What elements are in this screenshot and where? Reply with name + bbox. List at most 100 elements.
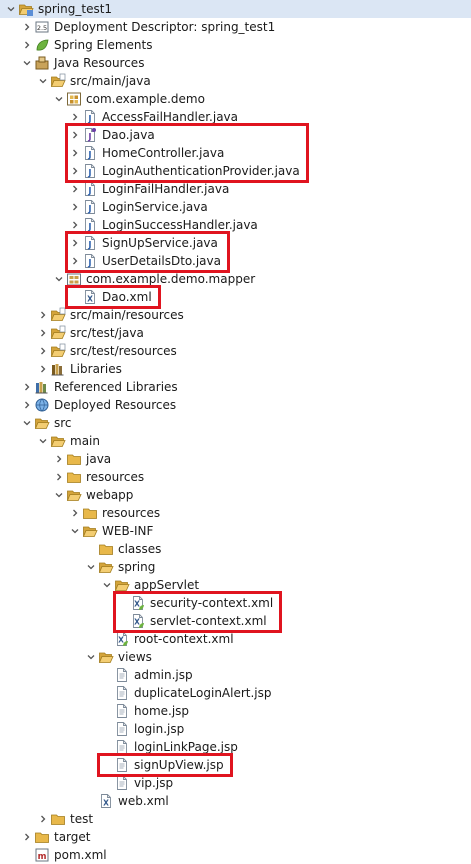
chevron-right-icon[interactable] <box>68 144 82 162</box>
chevron-down-icon[interactable] <box>52 270 66 288</box>
chevron-down-icon[interactable] <box>52 90 66 108</box>
chevron-right-icon[interactable] <box>68 198 82 216</box>
chevron-right-icon[interactable] <box>68 234 82 252</box>
chevron-right-icon[interactable] <box>36 324 50 342</box>
tree-item-label: Dao.xml <box>102 290 152 304</box>
chevron-right-icon[interactable] <box>68 180 82 198</box>
chevron-right-icon[interactable] <box>52 450 66 468</box>
svg-text:J: J <box>87 115 91 125</box>
tree-item-classes[interactable]: classes <box>0 540 471 558</box>
tree-item-resources[interactable]: resources <box>0 504 471 522</box>
tree-item-label: src/main/java <box>70 74 151 88</box>
tree-item-label: servlet-context.xml <box>150 614 267 628</box>
chevron-right-icon[interactable] <box>36 306 50 324</box>
chevron-down-icon[interactable] <box>20 54 34 72</box>
chevron-down-icon[interactable] <box>84 558 98 576</box>
tree-item-spring[interactable]: spring <box>0 558 471 576</box>
tree-item-libraries[interactable]: Libraries <box>0 360 471 378</box>
tree-item-login-jsp[interactable]: login.jsp <box>0 720 471 738</box>
tree-item-java[interactable]: java <box>0 450 471 468</box>
chevron-right-icon[interactable] <box>68 108 82 126</box>
chevron-down-icon[interactable] <box>84 648 98 666</box>
chevron-down-icon[interactable] <box>36 432 50 450</box>
java-file-icon: J <box>82 163 98 179</box>
tree-item-views[interactable]: views <box>0 648 471 666</box>
tree-item-src-test-java[interactable]: src/test/java <box>0 324 471 342</box>
tree-item-spring-elements[interactable]: Spring Elements <box>0 36 471 54</box>
jsp-file-icon <box>114 703 130 719</box>
chevron-right-icon[interactable] <box>20 828 34 846</box>
chevron-down-icon[interactable] <box>36 72 50 90</box>
chevron-right-icon[interactable] <box>36 810 50 828</box>
chevron-right-icon[interactable] <box>68 216 82 234</box>
chevron-down-icon[interactable] <box>20 414 34 432</box>
chevron-down-icon[interactable] <box>68 522 82 540</box>
tree-item-dao-xml[interactable]: X Dao.xml <box>0 288 471 306</box>
tree-item-label: appServlet <box>134 578 200 592</box>
tree-item-web-inf[interactable]: WEB-INF <box>0 522 471 540</box>
tree-item-label: LoginService.java <box>102 200 208 214</box>
tree-item-signupview-jsp[interactable]: signUpView.jsp <box>0 756 471 774</box>
tree-item-webapp[interactable]: webapp <box>0 486 471 504</box>
tree-item-src[interactable]: src <box>0 414 471 432</box>
tree-item-home-jsp[interactable]: home.jsp <box>0 702 471 720</box>
svg-text:J: J <box>87 205 91 215</box>
chevron-right-icon[interactable] <box>20 18 34 36</box>
chevron-right-icon[interactable] <box>20 36 34 54</box>
chevron-right-icon[interactable] <box>68 126 82 144</box>
chevron-right-icon[interactable] <box>68 252 82 270</box>
folder-open-icon <box>98 649 114 665</box>
tree-item-com-example-demo-mapper[interactable]: com.example.demo.mapper <box>0 270 471 288</box>
chevron-down-icon[interactable] <box>4 0 18 18</box>
tree-item-deployed-resources[interactable]: Deployed Resources <box>0 396 471 414</box>
chevron-right-icon[interactable] <box>36 360 50 378</box>
tree-item-appservlet[interactable]: appServlet <box>0 576 471 594</box>
tree-item-label: signUpView.jsp <box>134 758 224 772</box>
spring-xml-file-icon: X <box>130 613 146 629</box>
tree-item-spring-test1[interactable]: spring_test1 <box>0 0 471 18</box>
tree-item-com-example-demo[interactable]: com.example.demo <box>0 90 471 108</box>
tree-item-loginlinkpage-jsp[interactable]: loginLinkPage.jsp <box>0 738 471 756</box>
chevron-right-icon[interactable] <box>52 468 66 486</box>
tree-item-admin-jsp[interactable]: admin.jsp <box>0 666 471 684</box>
tree-item-src-test-resources[interactable]: src/test/resources <box>0 342 471 360</box>
tree-item-duplicateloginalert-jsp[interactable]: duplicateLoginAlert.jsp <box>0 684 471 702</box>
chevron-right-icon[interactable] <box>68 162 82 180</box>
chevron-right-icon[interactable] <box>68 504 82 522</box>
jsp-file-icon <box>114 721 130 737</box>
java-file-icon: J <box>82 235 98 251</box>
chevron-down-icon[interactable] <box>52 486 66 504</box>
tree-item-test[interactable]: test <box>0 810 471 828</box>
chevron-down-icon[interactable] <box>100 576 114 594</box>
folder-icon <box>66 469 82 485</box>
tree-item-label: duplicateLoginAlert.jsp <box>134 686 272 700</box>
tree-item-target[interactable]: target <box>0 828 471 846</box>
chevron-right-icon[interactable] <box>20 396 34 414</box>
tree-item-src-main-resources[interactable]: src/main/resources <box>0 306 471 324</box>
tree-item-main[interactable]: main <box>0 432 471 450</box>
chevron-right-icon[interactable] <box>36 342 50 360</box>
tree-item-referenced-libraries[interactable]: Referenced Libraries <box>0 378 471 396</box>
tree-item-vip-jsp[interactable]: vip.jsp <box>0 774 471 792</box>
chevron-right-icon[interactable] <box>20 378 34 396</box>
tree-item-src-main-java[interactable]: src/main/java <box>0 72 471 90</box>
tree-item-resources[interactable]: resources <box>0 468 471 486</box>
spring-xml-file-icon: X <box>130 595 146 611</box>
tree-item-java-resources[interactable]: Java Resources <box>0 54 471 72</box>
tree-item-loginservice-java[interactable]: J LoginService.java <box>0 198 471 216</box>
svg-text:X: X <box>87 295 93 304</box>
